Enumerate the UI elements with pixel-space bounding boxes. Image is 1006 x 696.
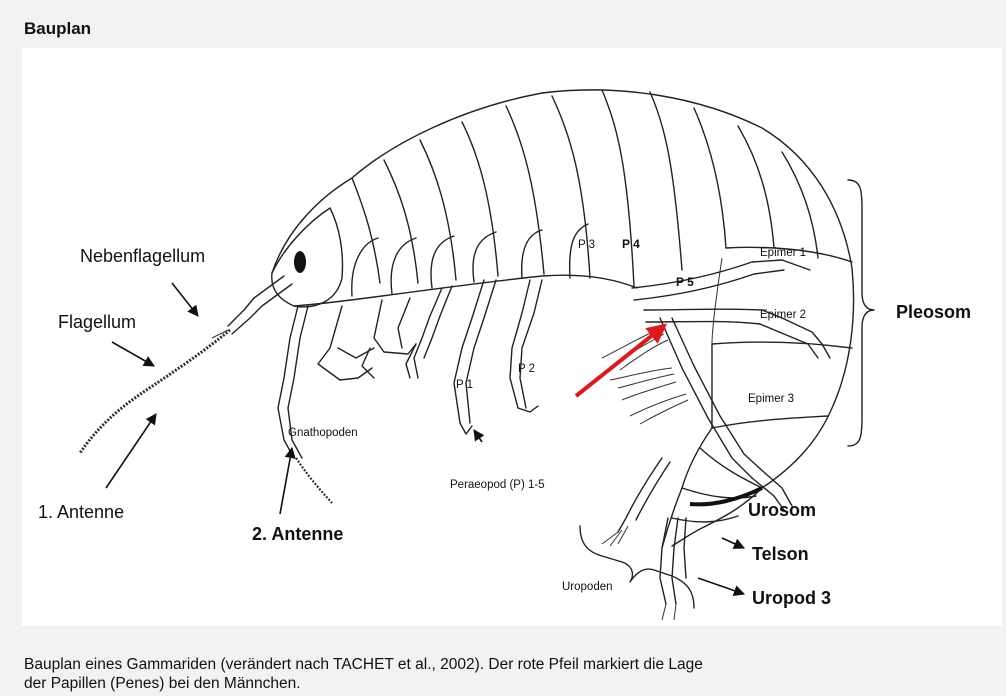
label-telson: Telson bbox=[752, 544, 809, 564]
label-antenne2: 2. Antenne bbox=[252, 524, 343, 544]
peraeopods bbox=[414, 280, 542, 434]
page-title: Bauplan bbox=[24, 19, 91, 39]
label-p5: P 5 bbox=[676, 275, 694, 289]
label-p4: P 4 bbox=[622, 237, 640, 251]
gnathopods bbox=[318, 298, 416, 380]
label-p2: P 2 bbox=[518, 363, 535, 375]
arrow-antenne2 bbox=[280, 448, 292, 514]
gammarid-diagram: Nebenflagellum Flagellum 1. Antenne 2. A… bbox=[22, 48, 1002, 626]
label-pleosom: Pleosom bbox=[896, 302, 971, 322]
label-p1: P 1 bbox=[456, 379, 473, 391]
label-epimer3: Epimer 3 bbox=[748, 393, 794, 405]
label-uropoden: Uropoden bbox=[562, 581, 613, 593]
arrow-flagellum bbox=[112, 342, 154, 366]
figure-caption: Bauplan eines Gammariden (verändert nach… bbox=[24, 655, 984, 693]
label-gnathopoden: Gnathopoden bbox=[288, 427, 358, 439]
pleosom-brace bbox=[848, 180, 874, 446]
arrow-nebenflagellum bbox=[172, 283, 198, 316]
label-epimer1: Epimer 1 bbox=[760, 247, 806, 259]
red-arrow-papillen bbox=[576, 326, 664, 396]
label-p3: P 3 bbox=[578, 239, 595, 251]
label-flagellum: Flagellum bbox=[58, 312, 136, 332]
arrow-peraeopod bbox=[474, 430, 482, 442]
uropods bbox=[602, 458, 686, 620]
arrow-telson bbox=[722, 538, 744, 548]
label-nebenflagellum: Nebenflagellum bbox=[80, 246, 205, 266]
antenna-2 bbox=[278, 306, 332, 503]
label-peraeopod: Peraeopod (P) 1-5 bbox=[450, 479, 545, 491]
caption-line-1: Bauplan eines Gammariden (verändert nach… bbox=[24, 655, 984, 674]
pleosom-segments bbox=[694, 108, 852, 428]
label-epimer2: Epimer 2 bbox=[760, 309, 806, 321]
thorax-segments bbox=[352, 90, 682, 296]
uropoden-brace bbox=[580, 526, 694, 608]
posterior-legs bbox=[632, 260, 830, 510]
eye bbox=[294, 251, 306, 273]
arrow-uropod3 bbox=[698, 578, 744, 594]
label-antenne1: 1. Antenne bbox=[38, 502, 124, 522]
label-uropod3: Uropod 3 bbox=[752, 588, 831, 608]
antenna-1 bbox=[80, 276, 292, 453]
body-outline bbox=[272, 90, 854, 488]
arrow-antenne1 bbox=[106, 414, 156, 488]
gammarid-drawing: Nebenflagellum Flagellum 1. Antenne 2. A… bbox=[22, 48, 1002, 626]
caption-line-2: der Papillen (Penes) bei den Männchen. bbox=[24, 674, 984, 693]
diagram-labels: Nebenflagellum Flagellum 1. Antenne 2. A… bbox=[38, 237, 971, 608]
label-urosom: Urosom bbox=[748, 500, 816, 520]
